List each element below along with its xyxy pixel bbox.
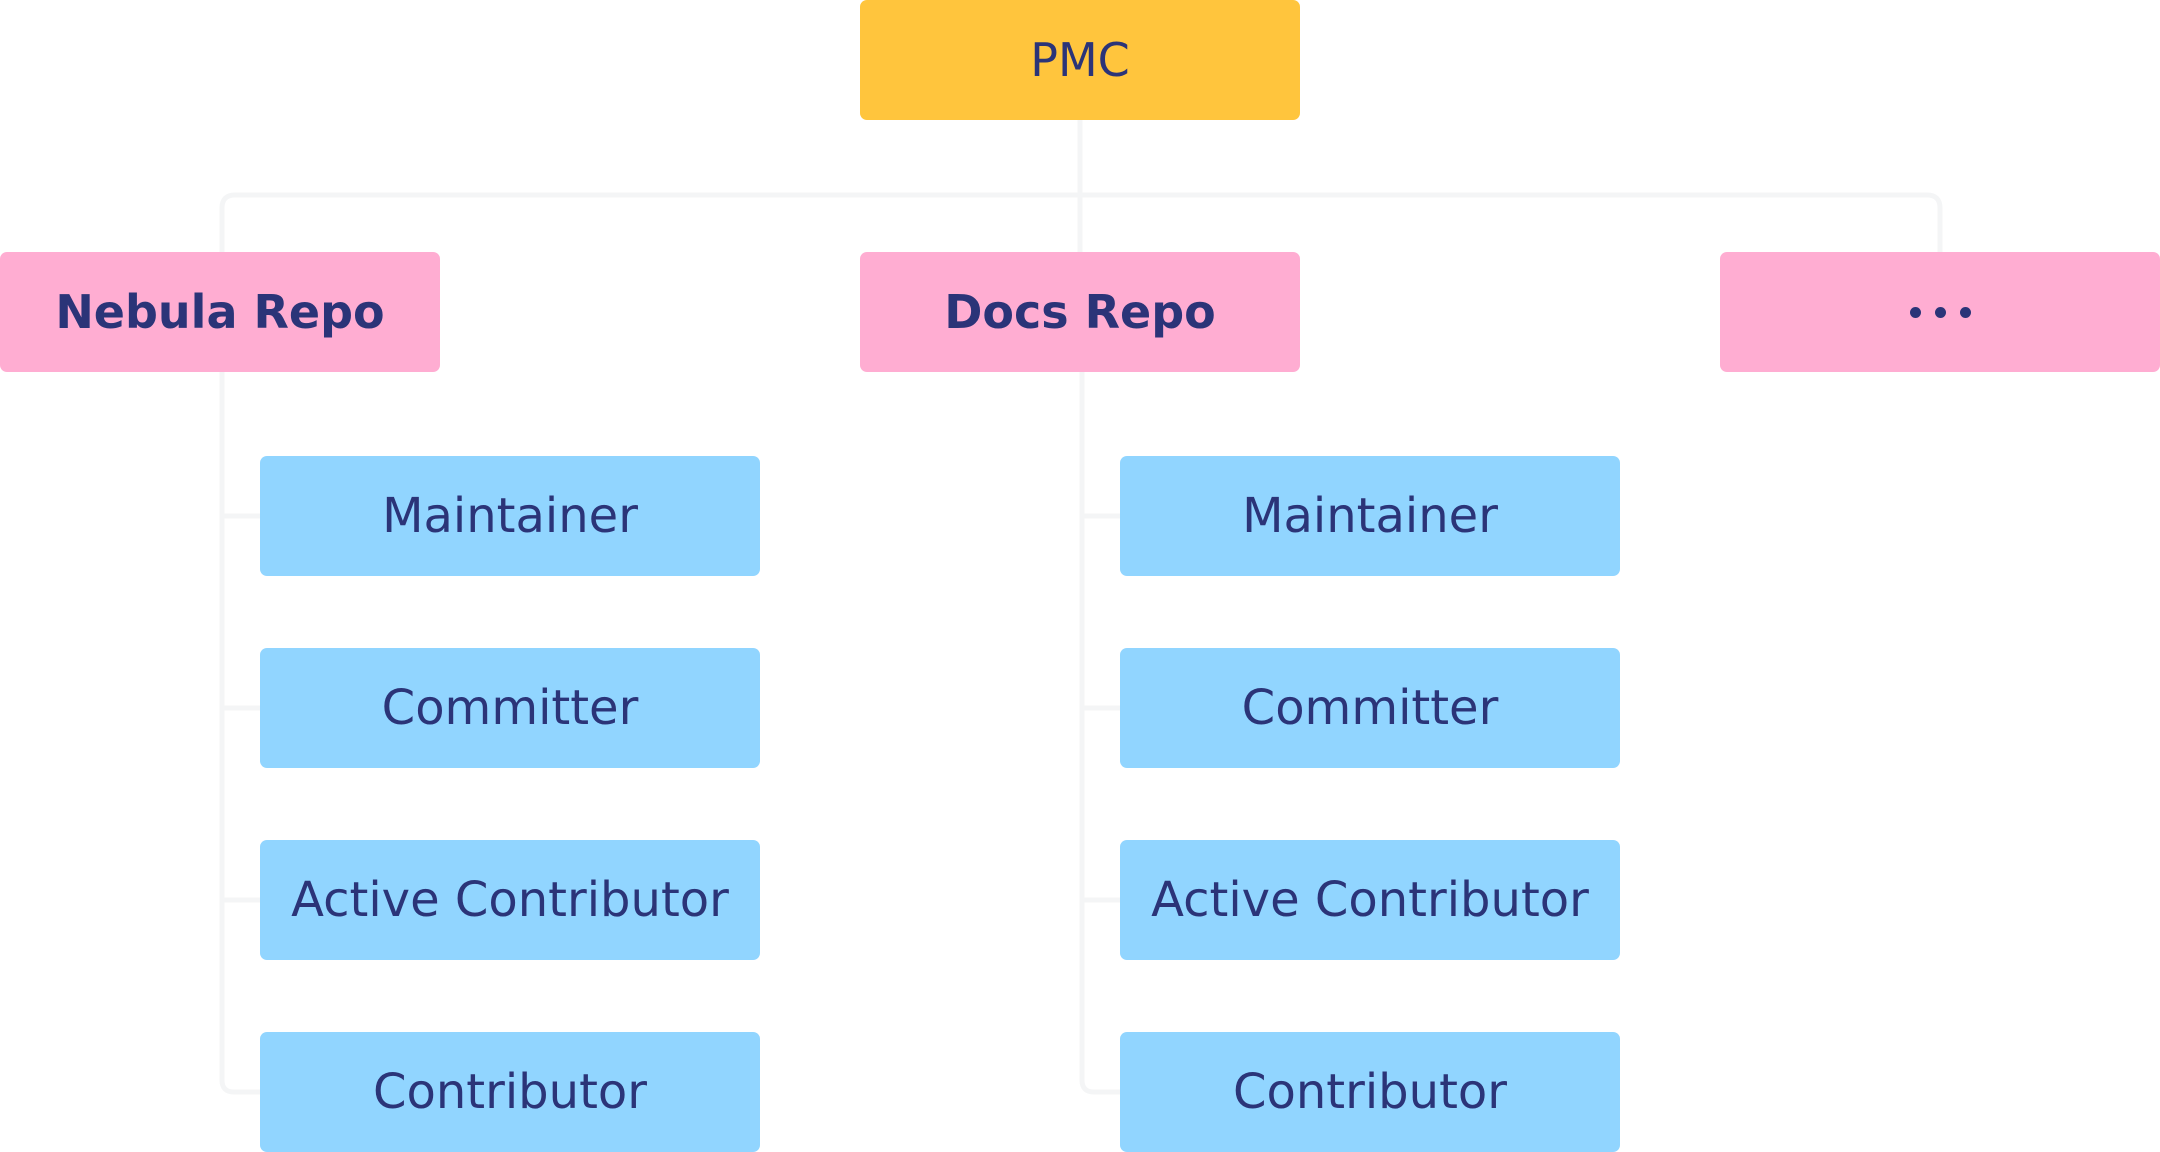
role-label: Committer — [381, 680, 639, 736]
nebula-spine-line — [219, 369, 263, 1095]
role-label: Committer — [1241, 680, 1499, 736]
docs-maintainer-node: Maintainer — [1120, 456, 1620, 576]
nebula-repo-label: Nebula Repo — [55, 285, 385, 339]
role-label: Maintainer — [382, 488, 638, 544]
ellipsis-icon — [1909, 306, 1971, 318]
docs-committer-node: Committer — [1120, 648, 1620, 768]
role-label: Contributor — [1232, 1064, 1507, 1120]
role-label: Contributor — [372, 1064, 647, 1120]
role-label: Active Contributor — [1151, 872, 1589, 928]
pmc-node: PMC — [860, 0, 1300, 120]
pmc-label: PMC — [1030, 33, 1130, 87]
docs-spine-line — [1079, 369, 1123, 1095]
more-repos-node — [1720, 252, 2160, 372]
ellipsis-dot — [1959, 306, 1971, 318]
nebula-contributor-node: Contributor — [260, 1032, 760, 1152]
role-label: Active Contributor — [291, 872, 729, 928]
docs-contributor-node: Contributor — [1120, 1032, 1620, 1152]
docs-active-contributor-node: Active Contributor — [1120, 840, 1620, 960]
docs-repo-node: Docs Repo — [860, 252, 1300, 372]
nebula-active-contributor-node: Active Contributor — [260, 840, 760, 960]
role-label: Maintainer — [1242, 488, 1498, 544]
ellipsis-dot — [1934, 306, 1946, 318]
ellipsis-dot — [1909, 306, 1921, 318]
nebula-committer-node: Committer — [260, 648, 760, 768]
nebula-maintainer-node: Maintainer — [260, 456, 760, 576]
nebula-repo-node: Nebula Repo — [0, 252, 440, 372]
docs-repo-label: Docs Repo — [944, 285, 1216, 339]
